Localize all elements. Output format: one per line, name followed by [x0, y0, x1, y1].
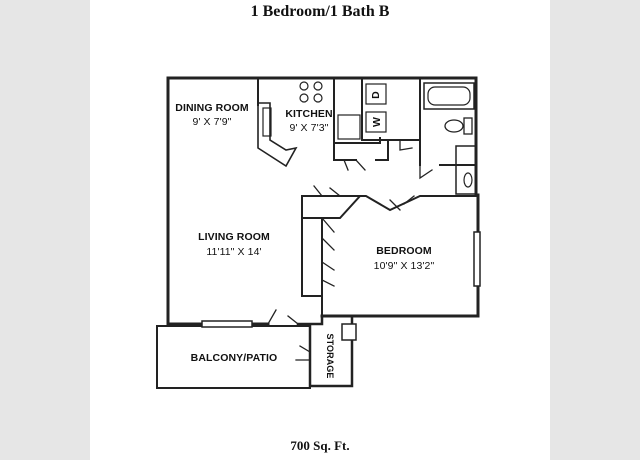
- bedroom-window: [473, 231, 481, 287]
- hall-wall-upper: [333, 139, 389, 161]
- bedroom-entry-wall: [321, 195, 363, 219]
- kitchen-counter: [333, 77, 381, 144]
- door-swing-2: [389, 195, 415, 211]
- bathtub-inner: [427, 86, 471, 106]
- balcony-name: BALCONY/PATIO: [191, 352, 278, 364]
- closet-wall: [301, 195, 477, 212]
- refrigerator: [337, 114, 361, 140]
- storage-name: STORAGE: [325, 333, 335, 378]
- washer-box: [365, 111, 387, 133]
- dining-room-size: 9' X 7'9": [193, 116, 232, 128]
- door-swing-4: [321, 261, 335, 287]
- vanity-sink: [463, 172, 473, 188]
- dryer-label: D: [370, 91, 382, 99]
- door-swing-1: [313, 185, 341, 197]
- kitchen-sink: [262, 107, 272, 137]
- plan-title: 1 Bedroom/1 Bath B: [250, 3, 390, 20]
- storage-hatch: [341, 323, 357, 341]
- patio-door: [201, 320, 253, 328]
- bath-door: [399, 139, 433, 180]
- hall-door-1: [343, 159, 366, 171]
- laundry-closet: [361, 77, 421, 141]
- kitchen-name: KITCHEN: [285, 108, 332, 120]
- living-bedroom-wall: [301, 195, 323, 317]
- living-room-name: LIVING ROOM: [198, 231, 270, 243]
- entry-door: [267, 309, 299, 325]
- square-footage: 700 Sq. Ft.: [290, 438, 350, 453]
- living-room-size: 11'11" X 14': [206, 246, 261, 258]
- dining-room-name: DINING ROOM: [175, 102, 249, 114]
- toilet-icon: [444, 117, 473, 135]
- washer-label: W: [371, 117, 383, 127]
- bedroom-size: 10'9" X 13'2": [374, 260, 435, 272]
- storage-door: [295, 345, 311, 361]
- closet-door-left: [301, 217, 323, 297]
- bathroom-wall: [419, 77, 477, 166]
- bathroom-vanity: [455, 145, 477, 195]
- bathtub-outline: [423, 82, 475, 110]
- bedroom-name: BEDROOM: [376, 245, 432, 257]
- door-swing-3: [321, 217, 335, 251]
- exterior-wall: [166, 76, 478, 197]
- dryer-box: [365, 83, 387, 105]
- stove-icon: [299, 81, 323, 103]
- kitchen-size: 9' X 7'3": [290, 122, 329, 134]
- kitchen-peninsula: [257, 102, 298, 168]
